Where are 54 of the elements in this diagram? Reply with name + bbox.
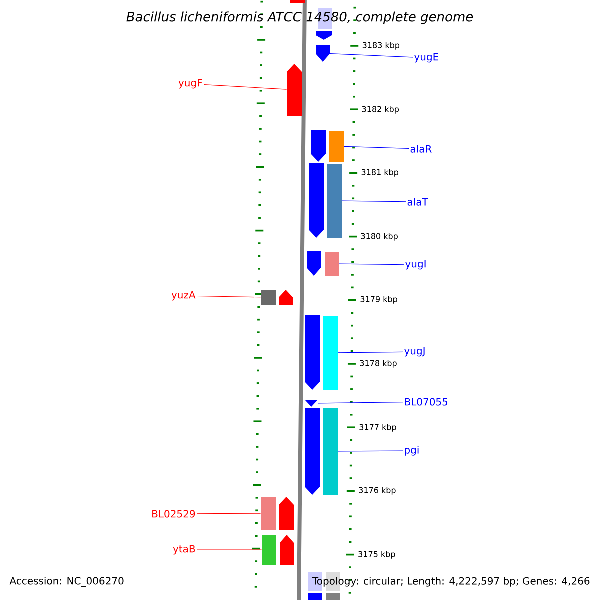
- leader-line: [342, 200, 406, 202]
- gene-label: alaR: [410, 145, 432, 153]
- gene-block: [261, 290, 276, 305]
- gene-block: [280, 535, 294, 565]
- gene-label: pgi: [405, 446, 419, 456]
- gene-block: [323, 316, 338, 390]
- leader-line: [196, 296, 262, 298]
- tick-label: 3177 kbp: [360, 424, 396, 432]
- tick-label: 3179 kbp: [360, 296, 398, 304]
- gene-block: [290, 0, 305, 3]
- accession-label: Accession: NC_006270: [10, 577, 124, 587]
- gene-block: [316, 31, 332, 40]
- leader-line: [330, 54, 414, 58]
- gene-label: alaT: [408, 198, 428, 206]
- leader-line: [338, 352, 404, 354]
- gene-block: [305, 315, 320, 390]
- leader-line: [204, 84, 288, 90]
- gene-label: yugE: [414, 53, 438, 63]
- tick-label: 3178 kbp: [360, 360, 397, 368]
- gene-block: [262, 535, 276, 565]
- leader-line: [344, 146, 410, 149]
- tick-label: 3175 kbp: [358, 551, 396, 559]
- gene-label: BL07055: [405, 398, 448, 406]
- gene-block: [325, 252, 339, 276]
- gene-block: [308, 593, 322, 600]
- leader-line: [196, 513, 262, 514]
- gene-block: [327, 164, 342, 238]
- leader-line: [338, 450, 404, 452]
- leader-line: [318, 402, 404, 404]
- gene-block: [311, 130, 326, 162]
- gene-block: [279, 497, 294, 530]
- gene-block: [323, 408, 338, 495]
- summary-label: Topology: circular; Length: 4,222,597 bp; Genes: 4,266: [312, 577, 590, 587]
- gene-block: [279, 290, 293, 305]
- tick-label: 3182 kbp: [362, 106, 400, 114]
- gene-block: [287, 64, 302, 116]
- tick-label: 3181 kbp: [362, 169, 398, 177]
- leader-line: [338, 264, 404, 266]
- tick-label: 3176 kbp: [359, 487, 396, 495]
- gene-label: BL02529: [152, 510, 196, 518]
- gene-label: yugJ: [404, 347, 425, 357]
- gene-label: ytaB: [173, 545, 196, 555]
- gene-block: [329, 131, 344, 162]
- title: Bacillus licheniformis ATCC 14580, complete genome: [126, 12, 474, 24]
- gene-label: yugI: [406, 260, 426, 270]
- gene-block: [307, 251, 321, 276]
- tick-label: 3180 kbp: [361, 233, 398, 241]
- gene-block: [316, 45, 330, 62]
- gene-label: yugF: [178, 79, 202, 89]
- gene-block: [261, 497, 276, 530]
- tick-label: 3183 kbp: [362, 42, 400, 50]
- gene-label: yuzA: [172, 291, 196, 301]
- gene-block: [326, 593, 340, 600]
- gene-block: [305, 400, 318, 407]
